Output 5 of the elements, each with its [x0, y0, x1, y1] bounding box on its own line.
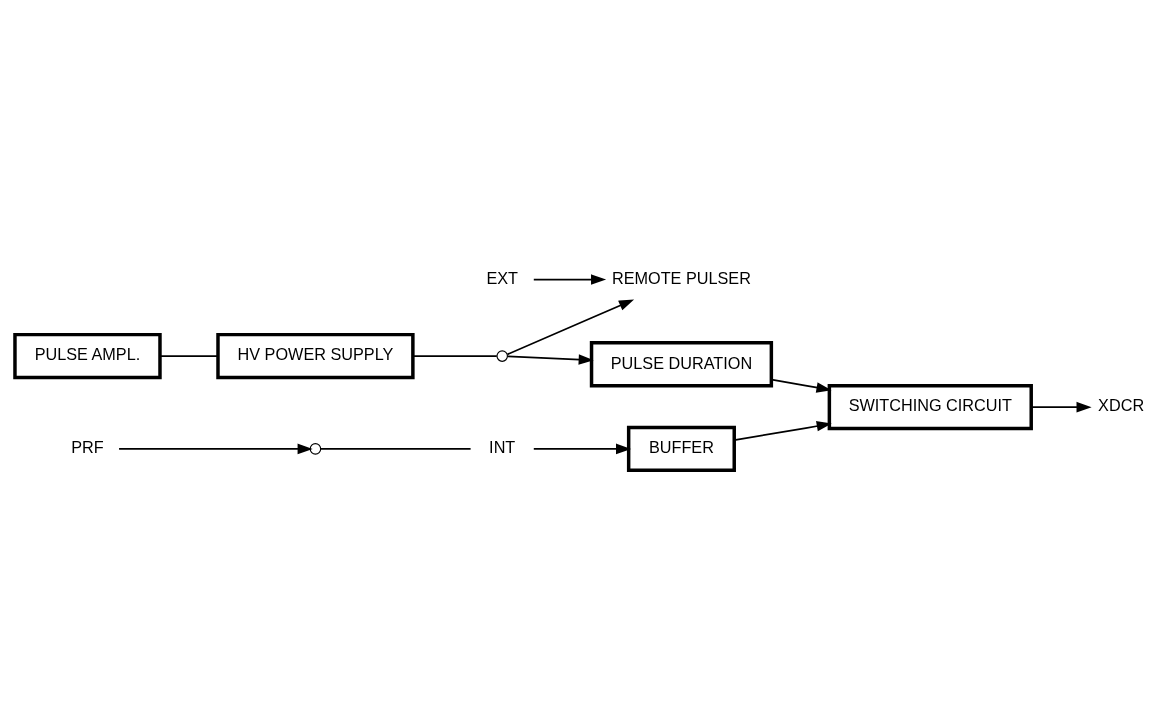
node-text: PRF	[71, 437, 104, 456]
node-text: REMOTE PULSER	[611, 268, 751, 287]
node-text: INT	[489, 437, 516, 456]
node-text: XDCR	[1098, 395, 1145, 414]
node-text: EXT	[486, 268, 518, 287]
